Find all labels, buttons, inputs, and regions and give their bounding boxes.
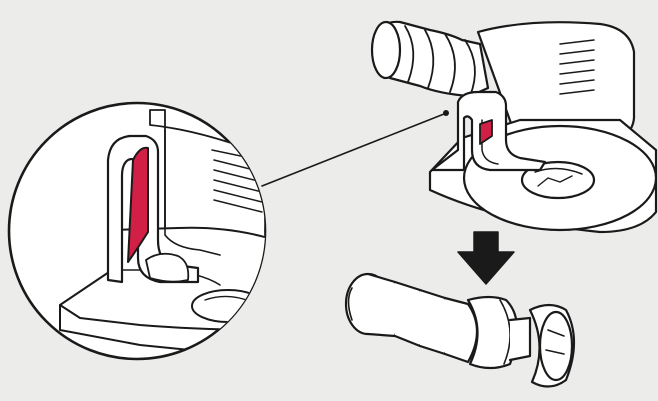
down-arrow-icon bbox=[457, 231, 515, 285]
cam-lock-connector-icon bbox=[370, 20, 658, 234]
detail-magnifier-icon bbox=[7, 101, 267, 361]
connector-bolt-icon bbox=[344, 272, 576, 388]
leader-line bbox=[261, 110, 449, 187]
